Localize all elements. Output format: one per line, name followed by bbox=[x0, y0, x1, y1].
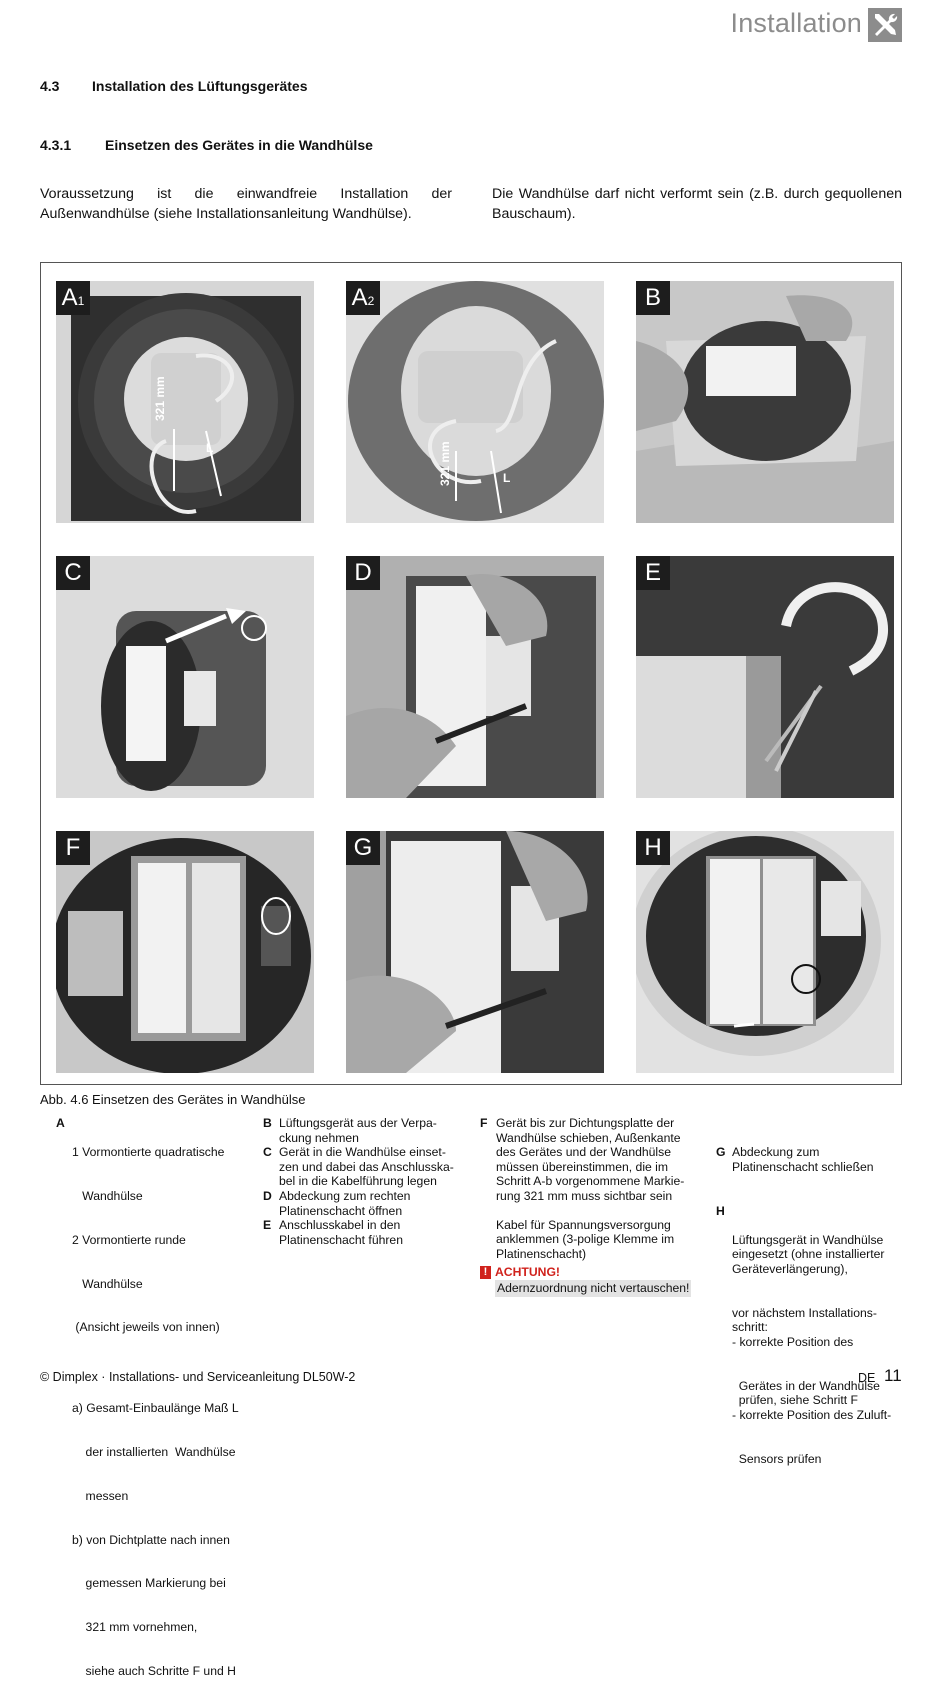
figure-caption: Abb. 4.6 Einsetzen des Gerätes in Wandhü… bbox=[40, 1092, 306, 1107]
measure-label: 321 mm bbox=[153, 376, 167, 421]
subsection-title: Einsetzen des Gerätes in die Wandhülse bbox=[105, 137, 373, 153]
photo-label: F bbox=[56, 831, 90, 865]
legend-col-1: A 1 Vormontierte quadratische Wandhülse … bbox=[56, 1116, 239, 1678]
photo-g: G bbox=[346, 831, 604, 1073]
length-label: L bbox=[206, 441, 214, 455]
photo-e: E bbox=[636, 556, 894, 798]
photo-a2: A2 321 mm L bbox=[346, 281, 604, 523]
photo-label: A1 bbox=[56, 281, 90, 315]
subsection-number: 4.3.1 bbox=[40, 137, 72, 153]
photo-c: C bbox=[56, 556, 314, 798]
photo-b: B bbox=[636, 281, 894, 523]
photo-f: F bbox=[56, 831, 314, 1073]
intro-left: Voraussetzung ist die einwandfreie Insta… bbox=[40, 186, 452, 222]
warning-label: ACHTUNG! bbox=[495, 1265, 560, 1280]
subsection-heading: 4.3.1 Einsetzen des Gerätes in die Wandh… bbox=[40, 137, 373, 153]
photo-a1: A1 321 mm L bbox=[56, 281, 314, 523]
length-label: L bbox=[503, 471, 511, 485]
photo-d: D bbox=[346, 556, 604, 798]
footer-copyright: © Dimplex · Installations- und Servicean… bbox=[40, 1370, 356, 1384]
photo-label: B bbox=[636, 281, 670, 315]
tools-icon bbox=[868, 8, 902, 42]
warning-icon: ! bbox=[480, 1266, 491, 1280]
photo-label: H bbox=[636, 831, 670, 865]
legend-col-3: F Gerät bis zur Dichtungsplatte der Wand… bbox=[480, 1116, 705, 1297]
photo-h: H bbox=[636, 831, 894, 1073]
photo-label: D bbox=[346, 556, 380, 590]
photo-label: E bbox=[636, 556, 670, 590]
warning: ! ACHTUNG! bbox=[480, 1265, 705, 1280]
figure-frame: A1 321 mm L A2 321 mm L B bbox=[40, 262, 902, 1085]
section-heading: 4.3 Installation des Lüftungsgerätes bbox=[40, 78, 307, 94]
intro-right: Die Wandhülse darf nicht verformt sein (… bbox=[492, 186, 902, 222]
footer-language: DE bbox=[858, 1371, 876, 1385]
photo-label: G bbox=[346, 831, 380, 865]
section-title: Installation des Lüftungsgerätes bbox=[92, 78, 308, 94]
header-title: Installation bbox=[730, 8, 862, 38]
warning-text: Adernzuordnung nicht vertauschen! bbox=[495, 1279, 692, 1297]
photo-label: A2 bbox=[346, 281, 380, 315]
measure-label: 321 mm bbox=[438, 441, 452, 486]
page-number: 11 bbox=[884, 1366, 902, 1385]
section-number: 4.3 bbox=[40, 78, 60, 94]
photo-label: C bbox=[56, 556, 90, 590]
